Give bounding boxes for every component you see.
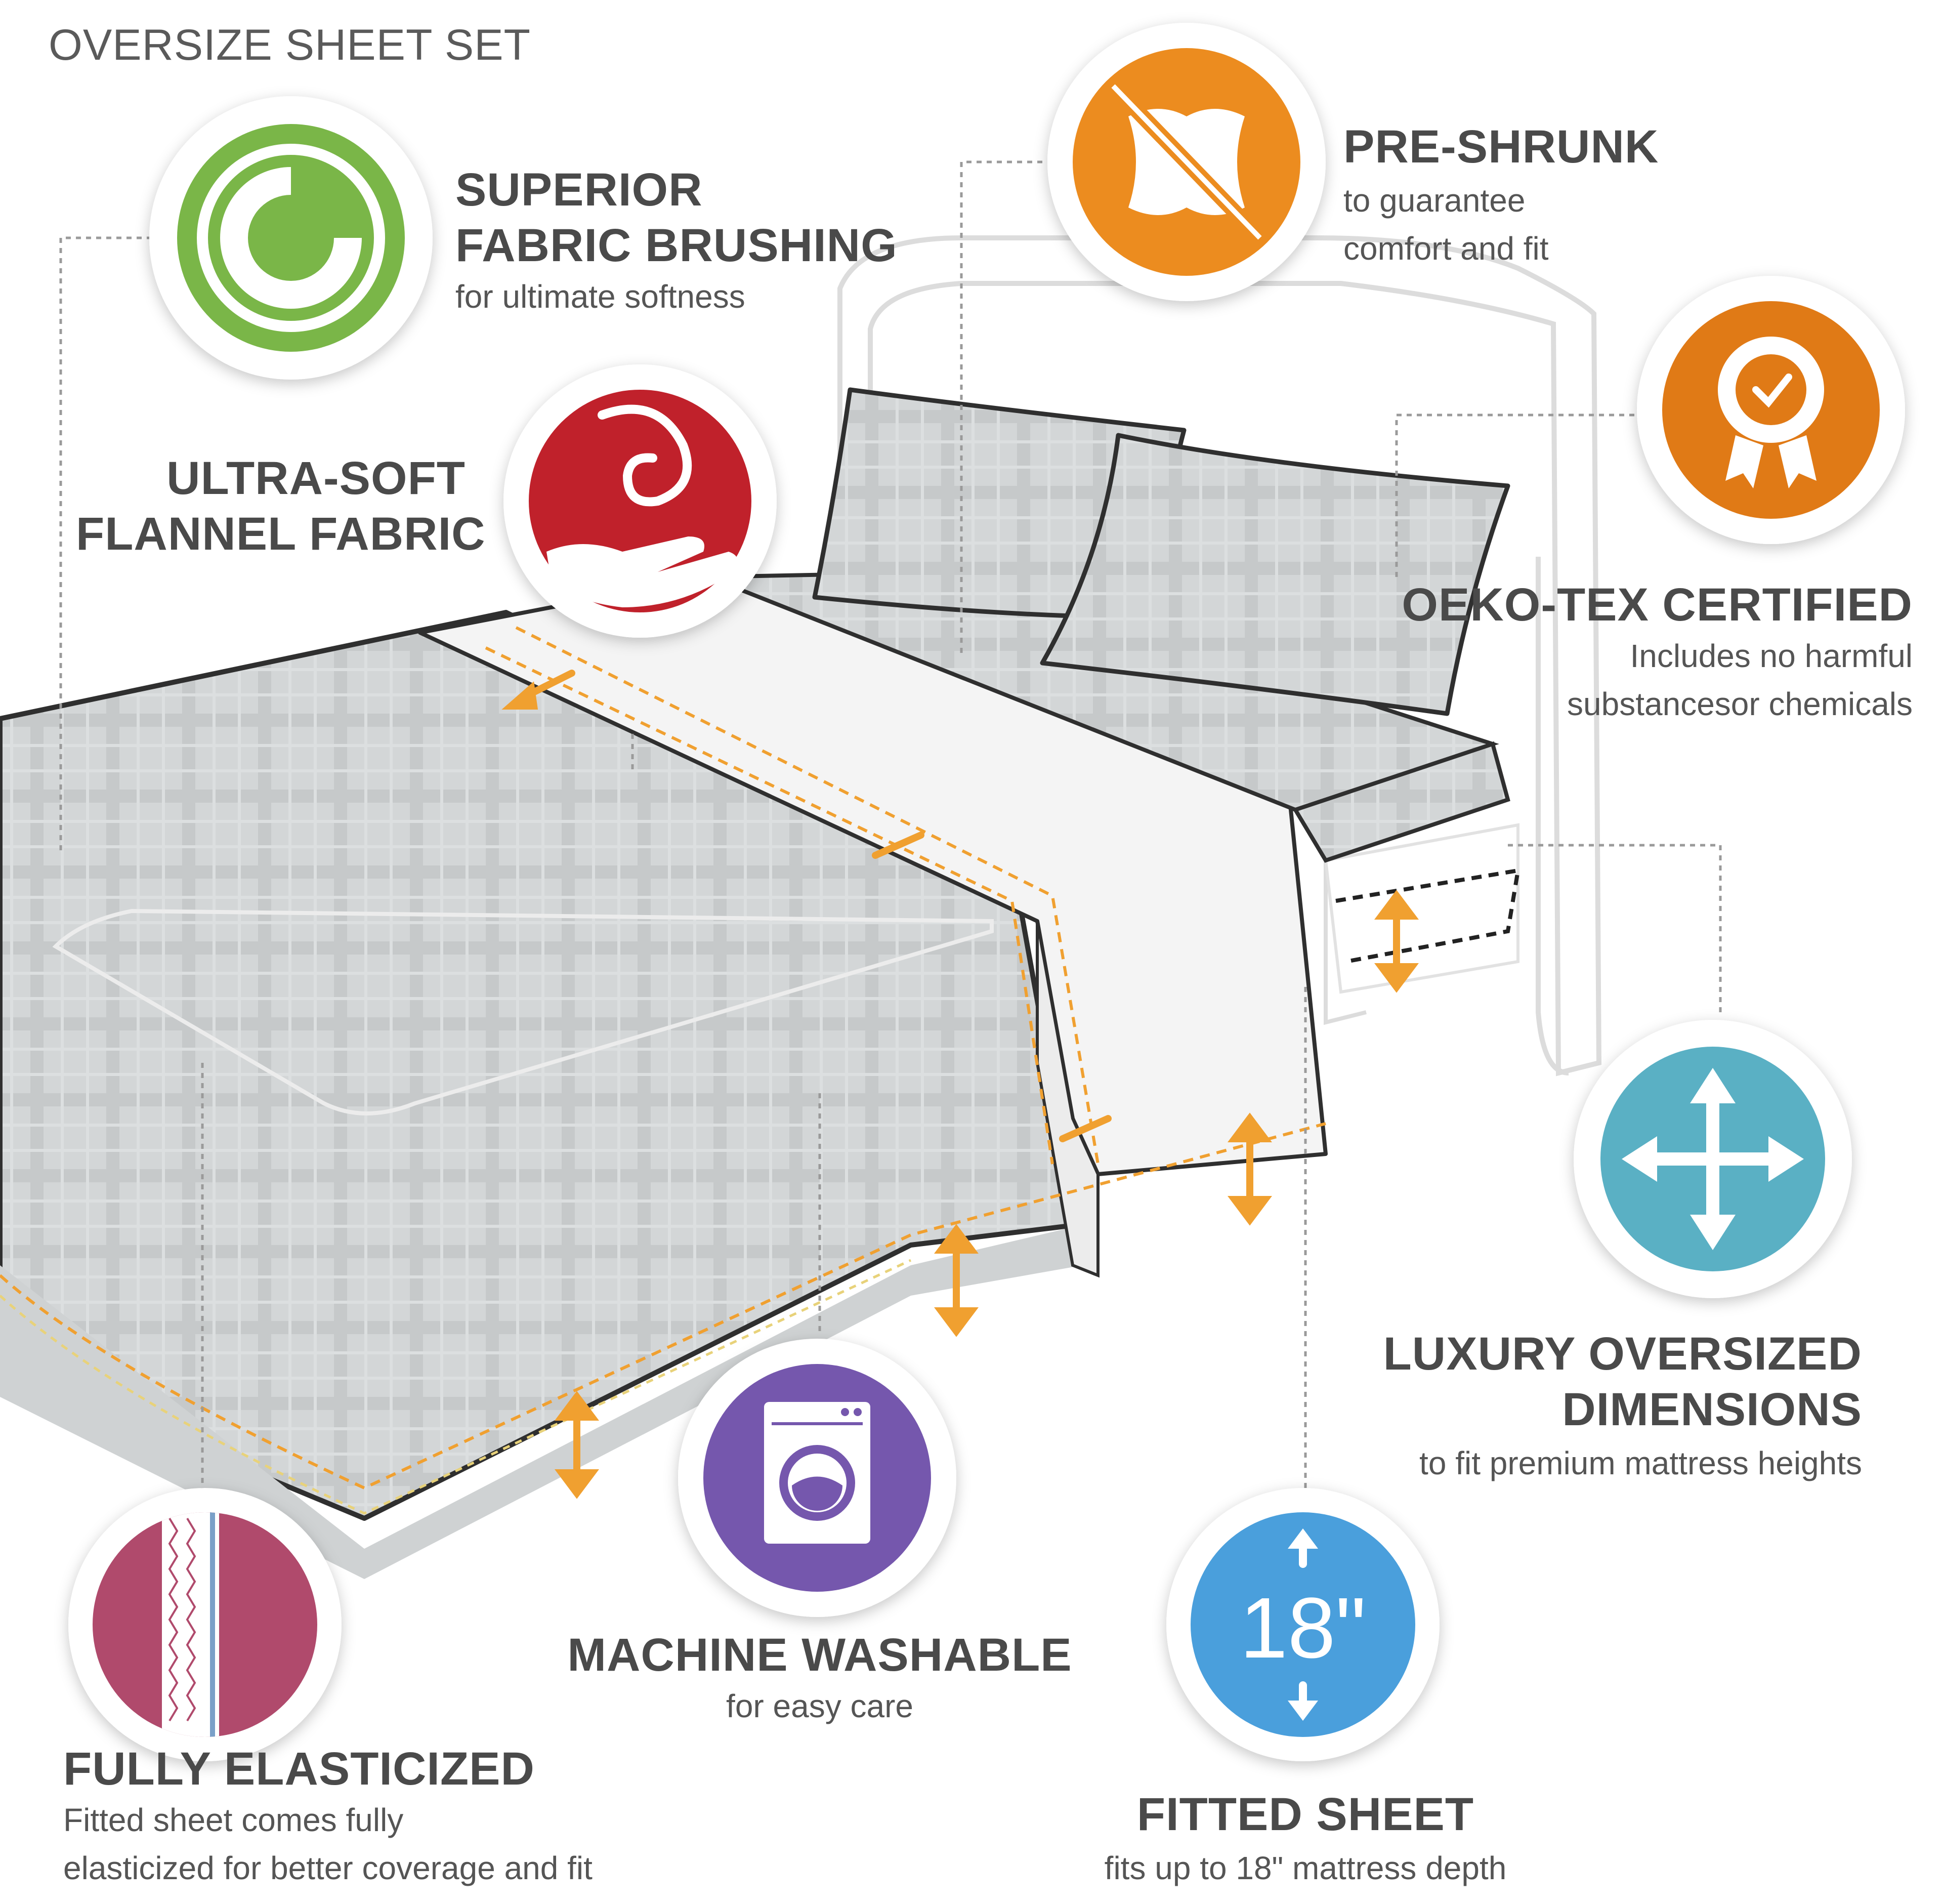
oekotex-heading: OEKO-TEX CERTIFIED [1402, 579, 1913, 631]
flannel-heading-line2: FLANNEL FABRIC [76, 508, 486, 560]
expand-arrows-icon [1600, 1047, 1825, 1271]
elasticized-sub-line2: elasticized for better coverage and fit [63, 1850, 593, 1886]
preshrunk-heading: PRE-SHRUNK [1343, 121, 1659, 173]
elastic-band-icon [93, 1512, 317, 1737]
dimensions-heading-line1: LUXURY OVERSIZED [1383, 1328, 1862, 1380]
page-title: OVERSIZE SHEET SET [49, 21, 531, 69]
flannel-heading-line1: ULTRA-SOFT [166, 452, 466, 504]
brushing-heading-line2: FABRIC BRUSHING [455, 220, 898, 271]
preshrunk-sub-line2: comfort and fit [1343, 230, 1549, 267]
washable-sub: for easy care [726, 1688, 913, 1724]
certificate-rosette-icon [1662, 301, 1880, 519]
hand-feather-icon [529, 390, 751, 612]
no-shrink-icon [1073, 48, 1300, 276]
dimensions-heading-line2: DIMENSIONS [1562, 1384, 1862, 1435]
headboard [837, 235, 1602, 1077]
elasticized-sub-line1: Fitted sheet comes fully [63, 1802, 404, 1838]
dimension-arrows [501, 670, 1419, 1499]
washable-heading: MACHINE WASHABLE [567, 1629, 1072, 1681]
swirl-icon [177, 124, 405, 352]
depth-arrows-icon: 18" [1191, 1512, 1415, 1737]
fitted-sub: fits up to 18" mattress depth [1104, 1850, 1507, 1886]
oekotex-sub-line1: Includes no harmful [1630, 638, 1913, 674]
oekotex-sub-line2: substancesor chemicals [1567, 686, 1913, 722]
washing-machine-icon [703, 1364, 931, 1592]
preshrunk-sub-line1: to guarantee [1343, 182, 1526, 219]
fitted-heading: FITTED SHEET [1136, 1789, 1474, 1840]
pillow-right [1040, 433, 1510, 716]
brushing-sub: for ultimate softness [455, 278, 745, 315]
elasticized-heading: FULLY ELASTICIZED [63, 1743, 535, 1795]
dimensions-sub: to fit premium mattress heights [1419, 1445, 1862, 1481]
brushing-heading-line1: SUPERIOR [455, 164, 703, 216]
depth-badge-text: 18" [1240, 1580, 1366, 1676]
bed-illustration [0, 160, 1722, 1579]
